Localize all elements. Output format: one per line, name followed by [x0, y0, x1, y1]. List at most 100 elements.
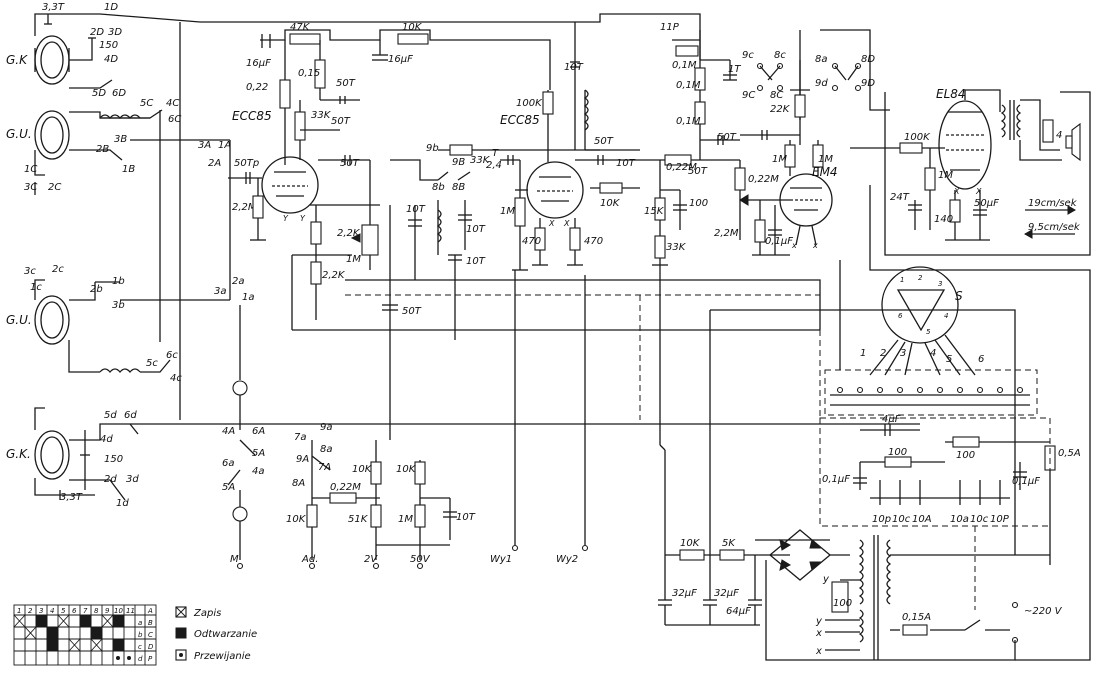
- component-label: 8a: [815, 54, 828, 65]
- component-label: 1D: [104, 2, 118, 13]
- component-label: Y: [283, 214, 289, 223]
- component-label: 470: [522, 236, 541, 247]
- tube-ecc85-first: ECC85: [232, 109, 319, 214]
- component-label: Zapis: [193, 608, 221, 619]
- component-label: 19cm/sek: [1028, 198, 1078, 209]
- component-label: 1c: [30, 282, 42, 293]
- svg-text:2: 2: [918, 274, 923, 282]
- component-label: 10A: [912, 514, 932, 525]
- component-label: 10T: [616, 158, 636, 169]
- component-label: 16µF: [246, 58, 271, 69]
- mid-network: [640, 154, 720, 266]
- component-label: 8B: [452, 182, 465, 193]
- component-label: 10a: [950, 514, 969, 525]
- component-label: 4µF: [882, 414, 901, 425]
- component-label: 10K: [402, 22, 423, 33]
- component-label: 0,22M: [666, 162, 697, 173]
- component-label: 0,15: [298, 68, 320, 79]
- component-label: 5D: [92, 88, 106, 99]
- component-label: 8A: [292, 478, 305, 489]
- component-label: 1A: [218, 140, 231, 151]
- component-label: 11: [126, 607, 135, 615]
- component-label: 0,22M: [748, 174, 779, 185]
- component-label: 100K: [516, 98, 543, 109]
- head-gu-bottom: G.U.: [6, 295, 70, 345]
- component-label: 2,2K: [337, 228, 361, 239]
- component-label: 8a: [320, 444, 333, 455]
- component-label: 10c: [892, 514, 911, 525]
- component-label: 0,1M: [672, 60, 697, 71]
- component-label: 1M: [938, 170, 953, 181]
- component-label: 9C: [742, 90, 755, 101]
- component-label: G.U.: [6, 127, 32, 141]
- legend-col-headers: 1 2 3 4 5 6 7 8 9 10 11 a b c d A B C D …: [17, 607, 154, 663]
- component-label: 2,2K: [322, 270, 346, 281]
- component-label: 64µF: [726, 606, 751, 617]
- svg-text:6: 6: [898, 312, 903, 320]
- component-label: 10T: [466, 224, 486, 235]
- component-label: X: [953, 187, 960, 196]
- component-label: P: [148, 655, 153, 663]
- component-label: 1: [860, 348, 866, 359]
- component-label: 3: [39, 607, 43, 615]
- component-label: 3: [900, 348, 906, 359]
- component-label: 8c: [774, 50, 786, 61]
- component-label: 10p: [872, 514, 891, 525]
- component-label: 3,3T: [60, 492, 83, 503]
- feedback-ladder: [672, 30, 740, 160]
- top-supply-rail: [260, 29, 551, 165]
- component-label: 9b: [426, 143, 439, 154]
- svg-text:4: 4: [944, 312, 948, 320]
- component-label: 0,1M: [676, 116, 701, 127]
- input-attenuator: [306, 440, 457, 560]
- component-label: 2D: [90, 27, 104, 38]
- component-label: 0,1M: [676, 80, 701, 91]
- component-label: 10T: [466, 256, 486, 267]
- component-label: 2,4: [486, 160, 502, 171]
- component-label: Y: [300, 214, 306, 223]
- component-label: 10T: [456, 512, 476, 523]
- component-label: 1M: [398, 514, 413, 525]
- component-label: 100: [689, 198, 708, 209]
- component-label: 9A: [296, 454, 309, 465]
- component-label: 47K: [290, 22, 311, 33]
- component-label: 5c: [146, 358, 158, 369]
- component-label: 0,5A: [1058, 448, 1081, 459]
- component-label: 2V: [364, 554, 378, 565]
- component-label: 4: [50, 607, 54, 615]
- legend-key: Zapis Odtwarzanie Przewijanie: [175, 606, 257, 662]
- el84-circuit: [850, 89, 1091, 256]
- component-label: 33K: [666, 242, 687, 253]
- component-label: 3,3T: [42, 2, 65, 13]
- component-label: 4: [930, 348, 936, 359]
- component-label: b: [138, 631, 143, 639]
- component-label: X: [563, 219, 570, 228]
- component-label: 1B: [122, 164, 135, 175]
- component-label: 5A: [222, 482, 235, 493]
- tube-ecc85-second: ECC85: [500, 113, 584, 219]
- em4-circuit: [720, 30, 824, 256]
- selector-switch-s: S: [824, 266, 1038, 416]
- component-label: 0,1µF: [765, 236, 793, 247]
- component-label: 3D: [108, 27, 122, 38]
- component-label: 6A: [252, 426, 265, 437]
- component-label: 2A: [208, 158, 221, 169]
- component-label: G.K: [6, 53, 28, 67]
- component-label: ECC85: [500, 113, 540, 127]
- component-label: x: [791, 241, 797, 250]
- component-label: 22K: [770, 104, 791, 115]
- component-label: 7A: [318, 462, 331, 473]
- component-label: 0,22: [246, 82, 268, 93]
- component-label: 100K: [904, 132, 931, 143]
- component-label: 10K: [600, 198, 621, 209]
- component-label: 11P: [660, 22, 680, 33]
- component-label: 150: [99, 40, 118, 51]
- component-label: 33K: [311, 110, 332, 121]
- component-label: 50T: [331, 116, 351, 127]
- svg-text:5: 5: [926, 328, 931, 336]
- component-label: ECC85: [232, 109, 272, 123]
- component-label: 3B: [114, 134, 127, 145]
- component-label: y: [822, 574, 830, 585]
- component-label: A: [147, 607, 153, 615]
- component-label: 50T: [594, 136, 614, 147]
